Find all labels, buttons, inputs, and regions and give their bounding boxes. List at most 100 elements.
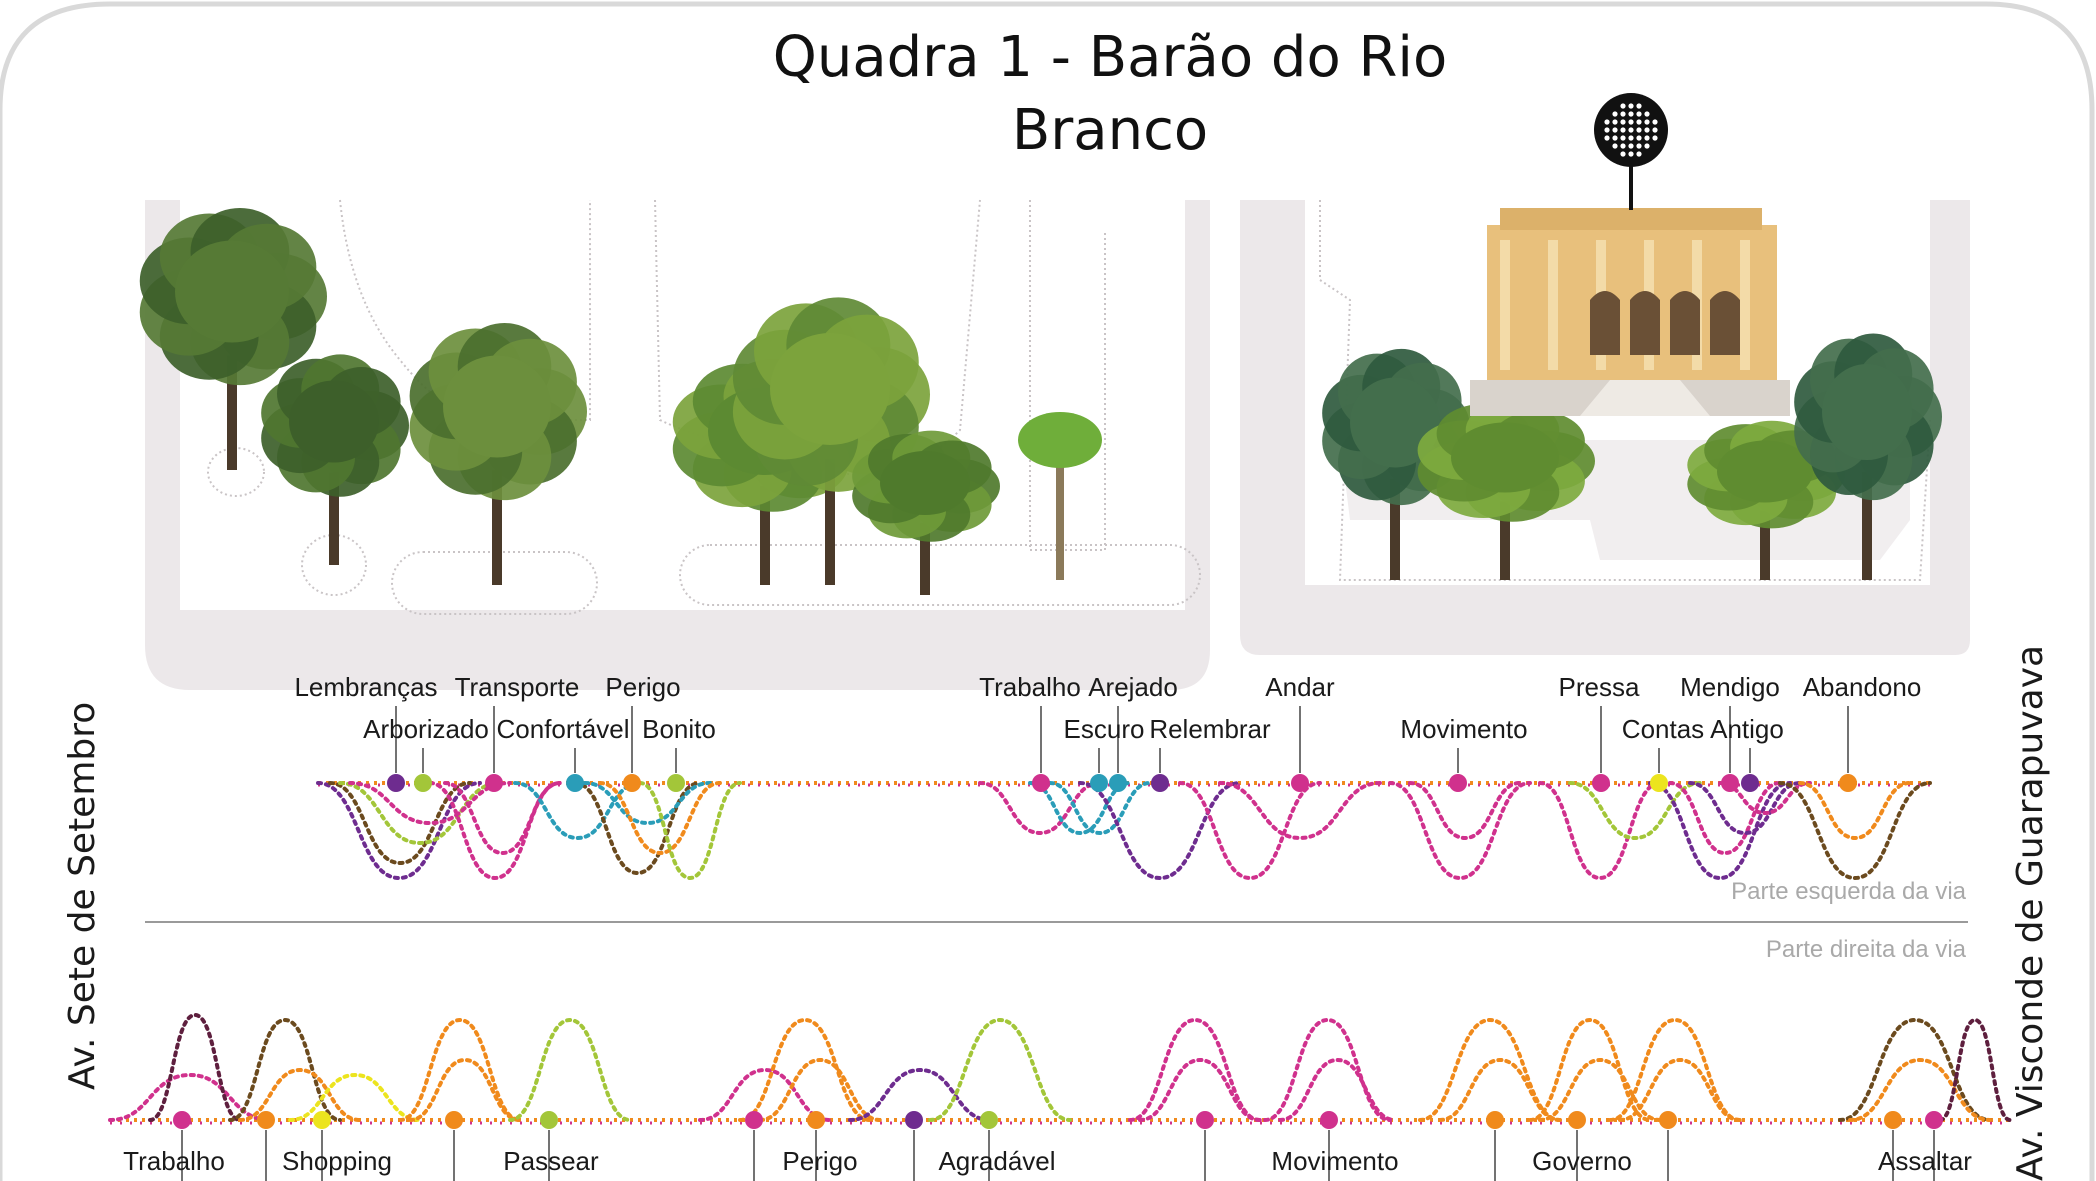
marker-dot bbox=[1151, 774, 1169, 792]
top-label: Abandono bbox=[1803, 672, 1922, 702]
bottom-curve bbox=[698, 1067, 832, 1122]
top-curve bbox=[1778, 781, 1932, 881]
bottom-curve bbox=[1838, 1017, 1992, 1122]
top-label: Movimento bbox=[1400, 714, 1527, 744]
tree-foliage bbox=[1717, 440, 1813, 503]
tree-trunk bbox=[1390, 478, 1400, 580]
bottom-curve bbox=[928, 1017, 1072, 1122]
tree-foliage bbox=[443, 355, 551, 458]
top-label: Antigo bbox=[1710, 714, 1784, 744]
top-curve bbox=[348, 781, 512, 826]
marker-dot bbox=[905, 1111, 923, 1129]
top-curve bbox=[1668, 781, 1782, 856]
bottom-label: Agradável bbox=[938, 1146, 1055, 1176]
top-curve bbox=[443, 781, 562, 856]
building-column bbox=[1740, 240, 1750, 370]
pin-dot bbox=[1628, 103, 1634, 109]
top-label: Bonito bbox=[642, 714, 716, 744]
building-window bbox=[1630, 291, 1660, 355]
tree-trunk bbox=[1500, 501, 1510, 580]
marker-dot bbox=[807, 1111, 825, 1129]
pin-dot bbox=[1620, 111, 1626, 117]
marker-dot bbox=[1109, 774, 1127, 792]
building-window bbox=[1590, 291, 1620, 355]
tree bbox=[1687, 420, 1845, 580]
pin-dot bbox=[1604, 127, 1610, 133]
tree-foliage bbox=[770, 333, 890, 445]
bottom-curve bbox=[758, 1057, 882, 1122]
bottom-curve bbox=[1128, 1017, 1262, 1122]
pin-dot bbox=[1644, 111, 1650, 117]
tree-foliage bbox=[1822, 364, 1912, 460]
marker-dot bbox=[257, 1111, 275, 1129]
marker-dot bbox=[1884, 1111, 1902, 1129]
top-curve bbox=[1078, 781, 1242, 881]
tree-araucaria bbox=[1794, 333, 1942, 580]
top-label: Transporte bbox=[455, 672, 580, 702]
building-window bbox=[1710, 291, 1740, 355]
bottom-curve bbox=[1278, 1057, 1397, 1122]
palm-trunk bbox=[1056, 445, 1064, 580]
top-label: Confortável bbox=[497, 714, 630, 744]
top-label: Lembranças bbox=[294, 672, 437, 702]
tree bbox=[1417, 400, 1595, 580]
tree-trunk bbox=[920, 523, 930, 595]
street-label-left: Av. Sete de Setembro bbox=[62, 701, 103, 1090]
top-curve bbox=[1048, 781, 1152, 836]
bottom-label: Shopping bbox=[282, 1146, 392, 1176]
bottom-curve bbox=[108, 1072, 272, 1122]
street-label-right: Av. Visconde de Guarapuvava bbox=[2010, 644, 2051, 1181]
top-curve bbox=[1648, 781, 1792, 881]
tree-trunk bbox=[329, 472, 339, 565]
pin-dot bbox=[1636, 135, 1642, 141]
top-curve bbox=[1688, 781, 1802, 836]
marker-dot bbox=[173, 1111, 191, 1129]
tree-trunk bbox=[760, 486, 770, 585]
pin-dot bbox=[1628, 111, 1634, 117]
marker-dot bbox=[1090, 774, 1108, 792]
tree bbox=[261, 354, 409, 565]
bottom-curve bbox=[148, 1012, 242, 1122]
top-label: Arejado bbox=[1088, 672, 1178, 702]
bottom-curves bbox=[108, 1012, 2012, 1125]
pin-dot bbox=[1620, 135, 1626, 141]
top-curve bbox=[1028, 781, 1132, 836]
tree-foliage bbox=[175, 240, 289, 343]
tree-foliage bbox=[880, 451, 970, 515]
top-curve bbox=[978, 781, 1102, 836]
top-label: Escuro bbox=[1064, 714, 1145, 744]
pin-dot bbox=[1612, 135, 1618, 141]
top-curve bbox=[598, 781, 722, 856]
marker-dot bbox=[1925, 1111, 1943, 1129]
pin-dot bbox=[1644, 135, 1650, 141]
pin-dot bbox=[1612, 143, 1618, 149]
page-title-line1: Quadra 1 - Barão do Rio bbox=[772, 25, 1448, 90]
marker-dot bbox=[540, 1111, 558, 1129]
bottom-curve bbox=[1618, 1057, 1742, 1122]
bottom-curve bbox=[1608, 1017, 1742, 1122]
marker-dot bbox=[623, 774, 641, 792]
tree-foliage bbox=[289, 380, 379, 463]
tree-trunk bbox=[1862, 472, 1872, 580]
top-curve bbox=[583, 781, 712, 826]
marker-dot bbox=[1320, 1111, 1338, 1129]
top-curve bbox=[1538, 781, 1662, 881]
pin-dot bbox=[1652, 135, 1658, 141]
pin-dot bbox=[1628, 151, 1634, 157]
bottom-curve bbox=[288, 1072, 422, 1122]
pin-dot bbox=[1604, 119, 1610, 125]
tree-trunk bbox=[825, 459, 835, 585]
pin-dot bbox=[1620, 119, 1626, 125]
pin-dot bbox=[1604, 135, 1610, 141]
bottom-curve bbox=[1263, 1017, 1392, 1122]
top-curve bbox=[1218, 781, 1382, 841]
marker-dot bbox=[1291, 774, 1309, 792]
marker-dot bbox=[387, 774, 405, 792]
pin-dot bbox=[1628, 135, 1634, 141]
pin-dot bbox=[1652, 119, 1658, 125]
pin-dot bbox=[1628, 127, 1634, 133]
bottom-curve bbox=[398, 1017, 522, 1122]
bottom-label: Assaltar bbox=[1878, 1146, 1972, 1176]
top-label: Andar bbox=[1265, 672, 1335, 702]
